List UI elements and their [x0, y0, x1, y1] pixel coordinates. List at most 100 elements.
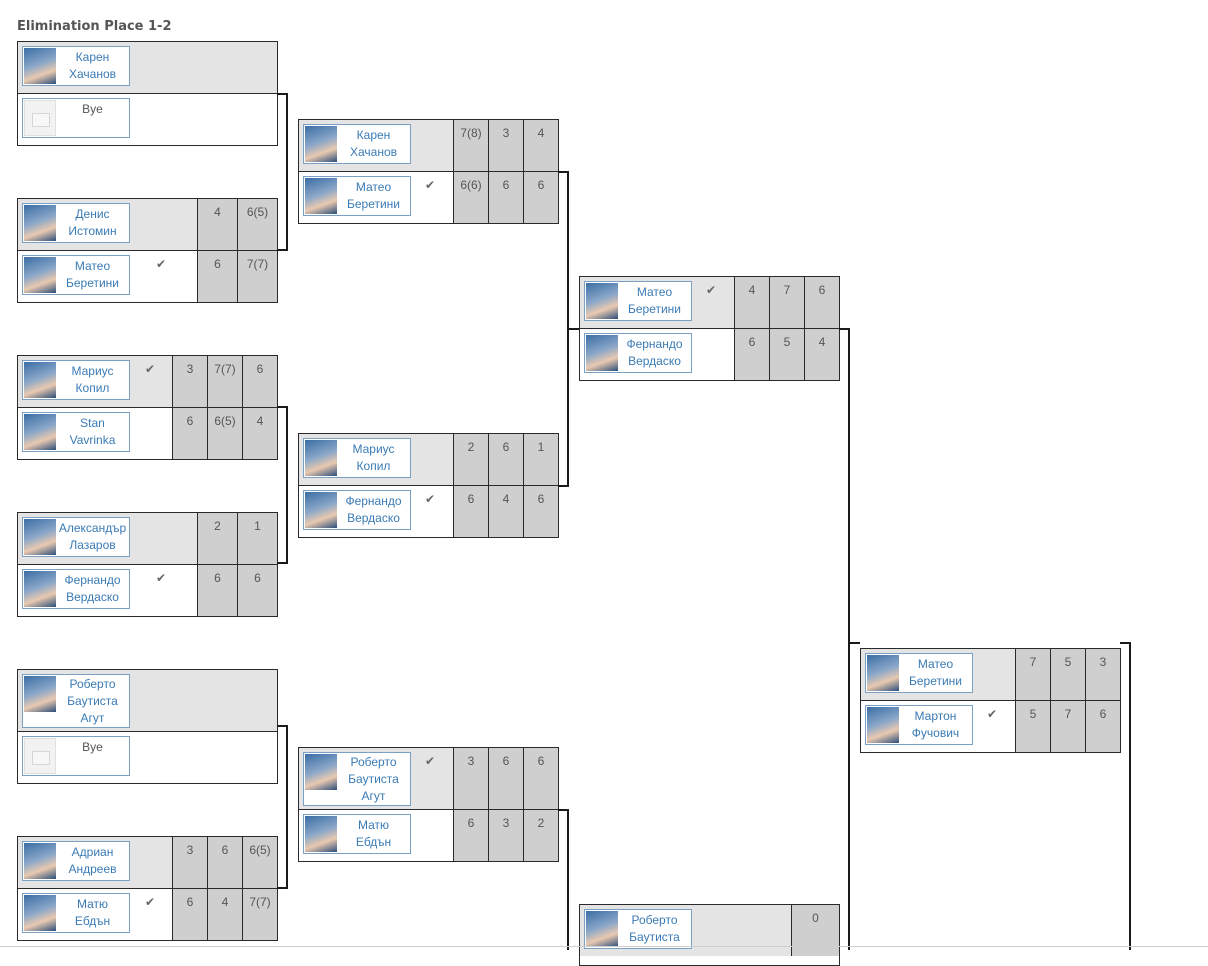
- bracket-connector: [277, 562, 288, 564]
- player-name[interactable]: Матео Беретини: [627, 285, 682, 316]
- player-card[interactable]: Мартон Фучович: [865, 705, 973, 745]
- set-score: 6: [197, 251, 237, 302]
- player-card-bye: Bye: [22, 736, 130, 776]
- winner-check-icon: ✔: [425, 178, 436, 192]
- player-card[interactable]: Роберто Баутиста: [584, 909, 692, 949]
- player-card[interactable]: Мариус Копил: [22, 360, 130, 400]
- player-name[interactable]: Мартон Фучович: [911, 709, 960, 740]
- player-card-bye: Bye: [22, 98, 130, 138]
- player-card[interactable]: Stan Vavrinka: [22, 412, 130, 452]
- player-photo: [305, 178, 337, 214]
- player-name[interactable]: Матео Беретини: [908, 657, 963, 688]
- player-card[interactable]: Фернандо Вердаско: [22, 569, 130, 609]
- player-name[interactable]: Роберто Баутиста Агут: [348, 754, 399, 803]
- player-name[interactable]: Роберто Баутиста Агут: [67, 676, 118, 725]
- match-r4-1: Матео Беретини 7 5 3 Мартон Фучович ✔ 5 …: [860, 648, 1121, 753]
- player-name[interactable]: Карен Хачанов: [349, 128, 397, 159]
- match-row: Матю Ебдън 6 3 2: [299, 810, 558, 861]
- set-score: 4: [197, 199, 237, 250]
- player-photo: [24, 571, 56, 607]
- set-score: 2: [453, 434, 488, 485]
- bracket-connector: [567, 809, 569, 950]
- match-row: Bye: [18, 732, 277, 783]
- player-photo: [305, 440, 337, 476]
- set-score: 4: [523, 120, 558, 171]
- player-name[interactable]: Роберто Баутиста: [629, 913, 680, 944]
- player-card[interactable]: Адриан Андреев: [22, 841, 130, 881]
- player-name[interactable]: Денис Истомин: [68, 207, 117, 238]
- set-score: 3: [488, 810, 523, 861]
- row-divider: [580, 328, 839, 329]
- player-name[interactable]: Мариус Копил: [352, 442, 395, 473]
- player-photo: [24, 676, 56, 712]
- set-score: 3: [488, 120, 523, 171]
- player-photo: [305, 754, 337, 790]
- row-divider: [299, 485, 558, 486]
- set-score: 6: [523, 172, 558, 223]
- player-card[interactable]: Карен Хачанов: [303, 124, 411, 164]
- set-score: 4: [734, 277, 769, 328]
- set-score: 3: [1085, 649, 1120, 700]
- player-card[interactable]: Роберто Баутиста Агут: [22, 674, 130, 728]
- bracket-connector: [277, 93, 288, 95]
- match-r3-1: Матео Беретини ✔ 4 7 6 Фернандо Вердаско…: [579, 276, 840, 381]
- match-row: Мартон Фучович ✔ 5 7 6: [861, 701, 1120, 752]
- bracket-connector: [558, 171, 569, 173]
- player-card[interactable]: Фернандо Вердаско: [584, 333, 692, 373]
- match-row: Матео Беретини ✔ 6 7(7): [18, 251, 277, 302]
- player-card[interactable]: Александър Лазаров: [22, 517, 130, 557]
- player-card[interactable]: Матео Беретини: [22, 255, 130, 295]
- row-divider: [18, 250, 277, 251]
- player-card[interactable]: Матео Беретини: [865, 653, 973, 693]
- set-score: 7: [769, 277, 804, 328]
- placeholder-image-icon: [24, 100, 56, 136]
- match-row: Мариус Копил 2 6 1: [299, 434, 558, 485]
- player-card[interactable]: Матео Беретини: [584, 281, 692, 321]
- player-card[interactable]: Карен Хачанов: [22, 46, 130, 86]
- player-card[interactable]: Фернандо Вердаско: [303, 490, 411, 530]
- set-score: 6: [488, 748, 523, 809]
- bracket-connector: [1120, 642, 1131, 644]
- player-card[interactable]: Мариус Копил: [303, 438, 411, 478]
- player-name[interactable]: Матео Беретини: [346, 180, 401, 211]
- winner-check-icon: ✔: [425, 492, 436, 506]
- set-score: 6: [453, 810, 488, 861]
- player-name[interactable]: Матю Ебдън: [74, 897, 111, 928]
- player-card[interactable]: Матю Ебдън: [303, 814, 411, 854]
- match-row: Матю Ебдън ✔ 6 4 7(7): [18, 889, 277, 940]
- set-score: 3: [172, 356, 207, 407]
- player-card[interactable]: Денис Истомин: [22, 203, 130, 243]
- player-name[interactable]: Александър Лазаров: [58, 521, 127, 552]
- player-photo: [305, 816, 337, 852]
- bracket-connector: [286, 93, 288, 251]
- player-photo: [24, 205, 56, 241]
- player-name[interactable]: Stan Vavrinka: [69, 416, 116, 447]
- match-r2-1: Карен Хачанов 7(8) 3 4 Матео Беретини ✔ …: [298, 119, 559, 224]
- player-name[interactable]: Фернандо Вердаско: [64, 573, 121, 604]
- player-name[interactable]: Матео Беретини: [65, 259, 120, 290]
- row-divider: [18, 888, 277, 889]
- set-score: 4: [488, 486, 523, 537]
- row-divider: [299, 809, 558, 810]
- winner-check-icon: ✔: [706, 283, 717, 297]
- player-photo: [24, 362, 56, 398]
- player-card[interactable]: Матю Ебдън: [22, 893, 130, 933]
- bracket-connector: [848, 642, 860, 644]
- player-name[interactable]: Карен Хачанов: [68, 50, 116, 81]
- player-name[interactable]: Мариус Копил: [71, 364, 114, 395]
- placeholder-image-icon: [24, 738, 56, 774]
- player-card[interactable]: Матео Беретини: [303, 176, 411, 216]
- set-score: 5: [1015, 701, 1050, 752]
- bracket-connector: [277, 887, 288, 889]
- player-photo: [24, 414, 56, 450]
- player-card[interactable]: Роберто Баутиста Агут: [303, 752, 411, 806]
- player-name[interactable]: Фернандо Вердаско: [345, 494, 402, 525]
- player-name[interactable]: Матю Ебдън: [355, 818, 392, 849]
- set-score: 3: [172, 837, 207, 888]
- match-row: Фернандо Вердаско ✔ 6 4 6: [299, 486, 558, 537]
- player-name[interactable]: Фернандо Вердаско: [626, 337, 683, 368]
- player-photo: [24, 257, 56, 293]
- set-score: 6(6): [453, 172, 488, 223]
- player-name[interactable]: Адриан Андреев: [68, 845, 117, 876]
- set-score: 7(8): [453, 120, 488, 171]
